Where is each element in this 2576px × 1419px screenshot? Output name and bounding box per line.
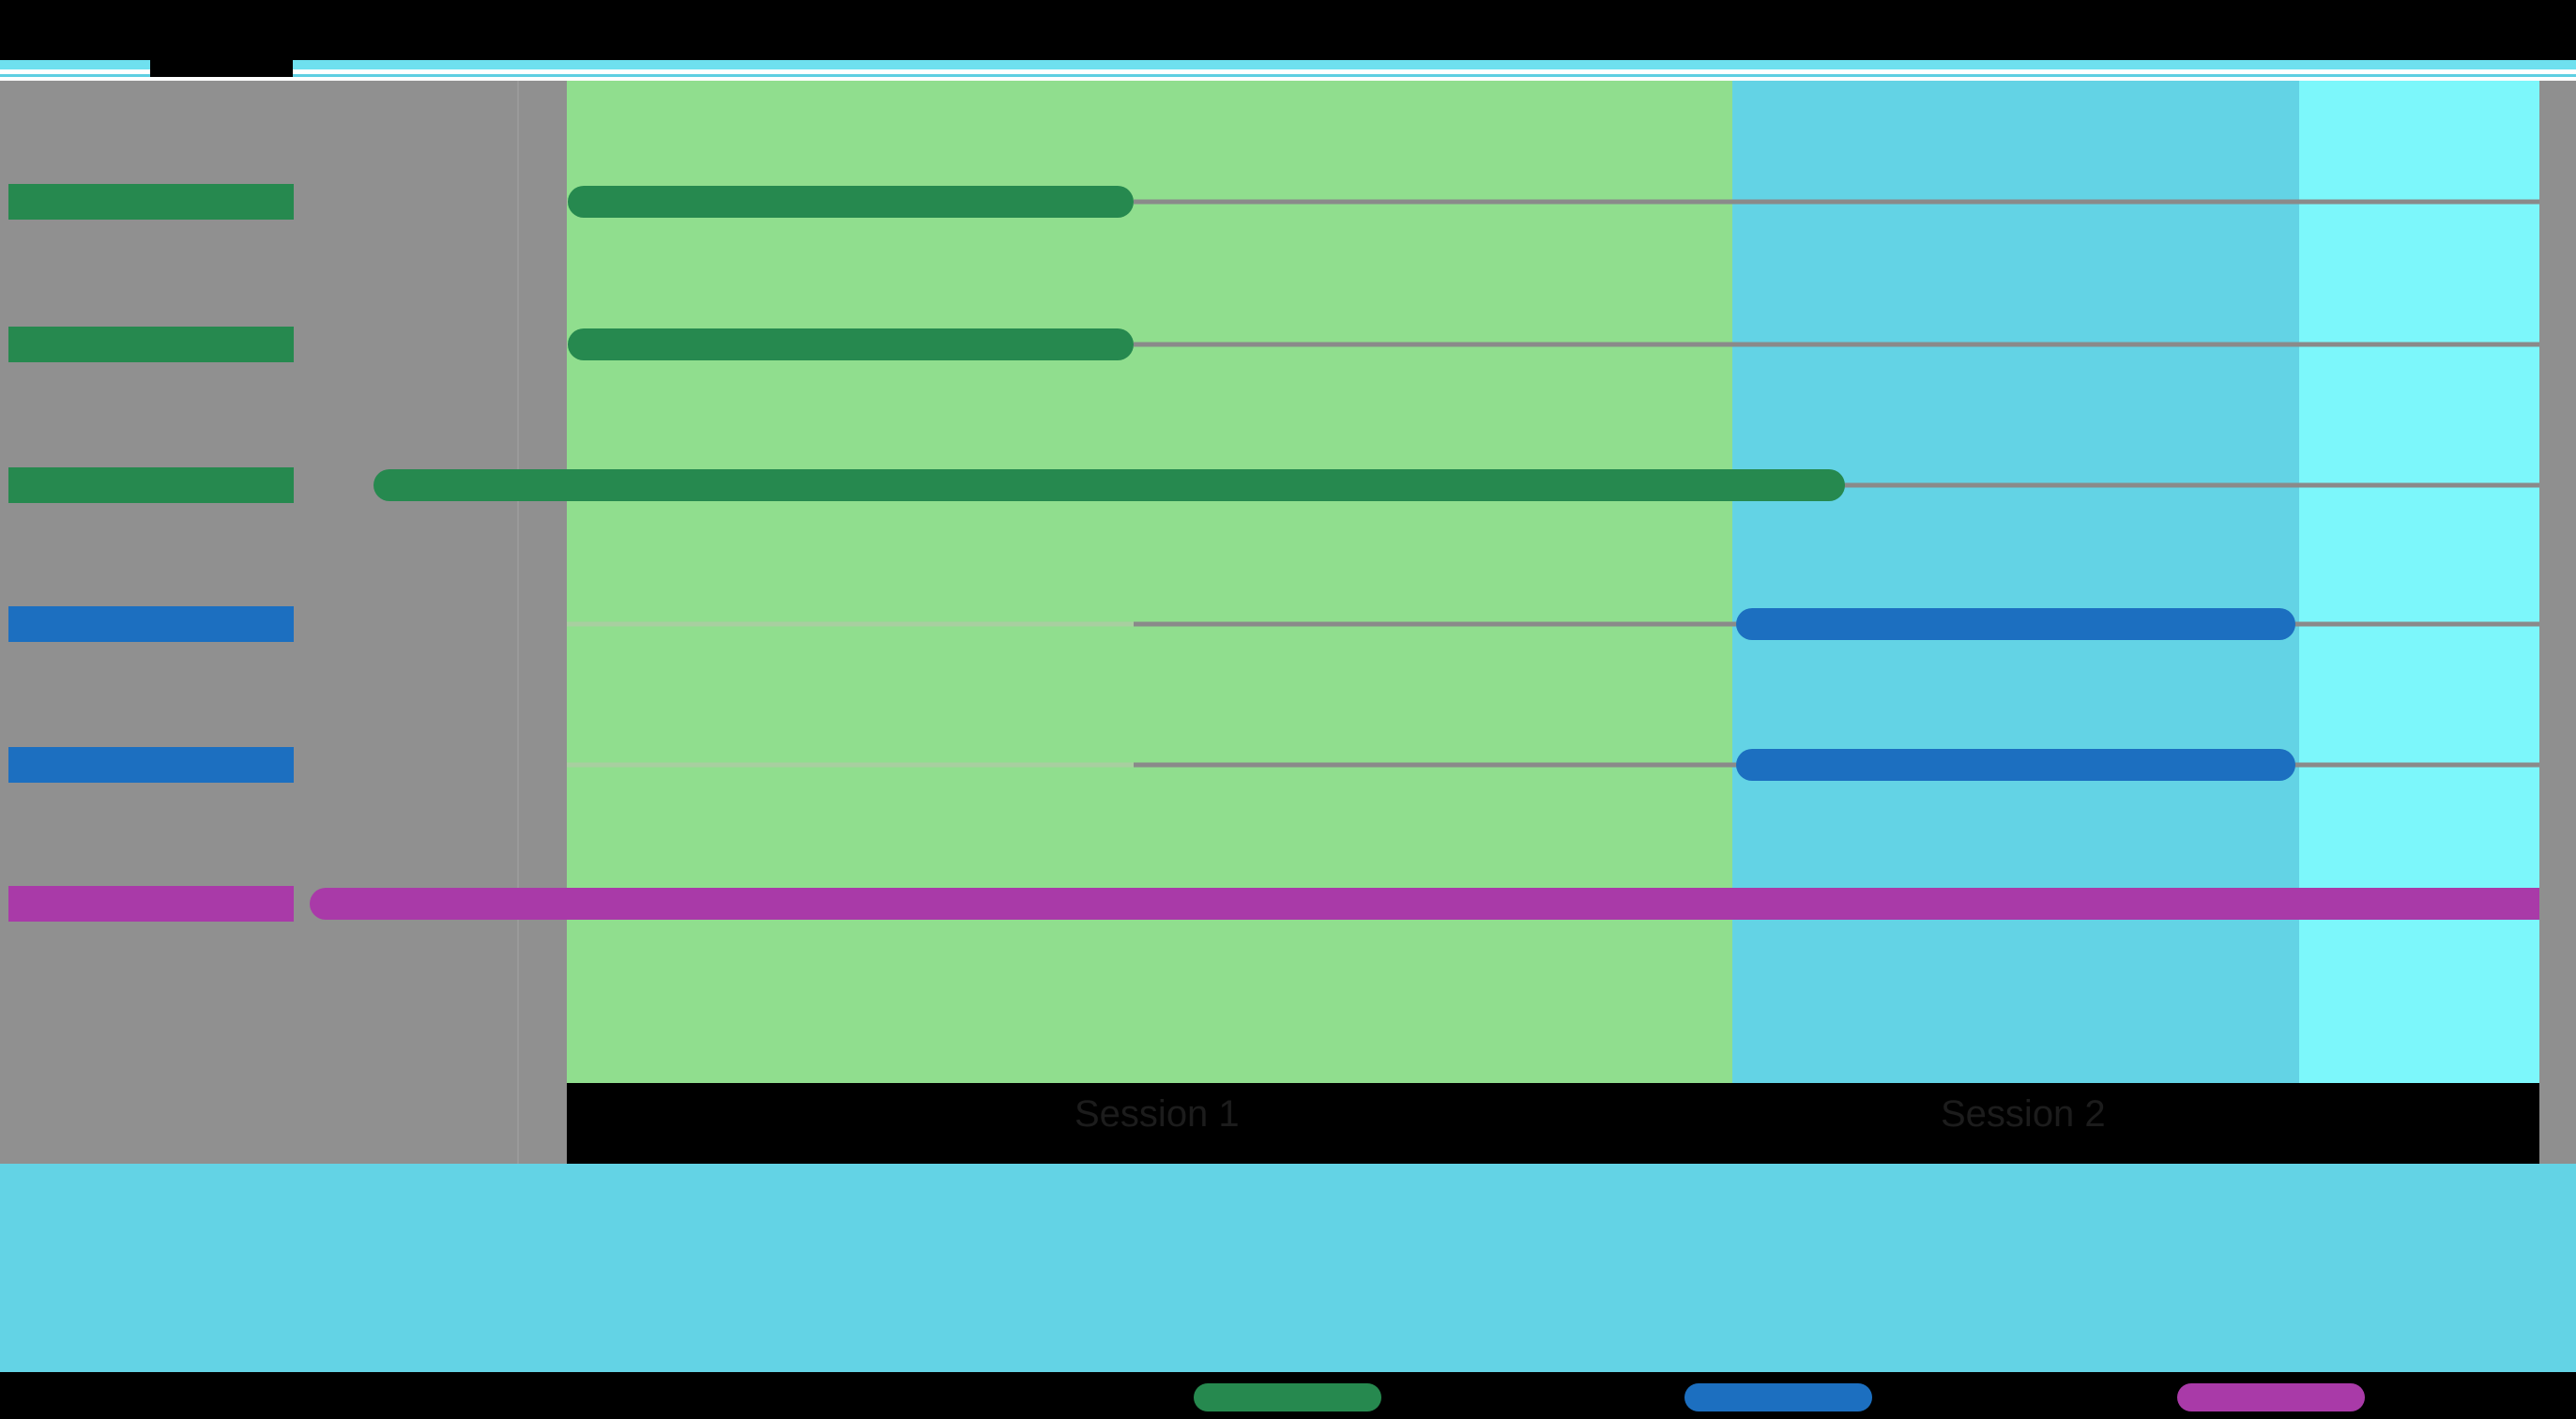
top-accent-strip-1	[0, 60, 2576, 69]
top-accent-strip-2	[0, 69, 2576, 74]
gutter-divider	[517, 81, 519, 1164]
session-label-2: Session 2	[1941, 1093, 2106, 1135]
legend-item[interactable]	[2177, 1383, 2365, 1411]
legend-item-label	[1684, 1383, 1872, 1411]
chart-legend	[0, 1372, 2576, 1419]
top-accent-strip-3	[0, 74, 2576, 77]
vertical-scrollbar-track[interactable]	[2539, 81, 2576, 1164]
gantt-row[interactable]	[0, 833, 2576, 974]
row-gridline-soft	[567, 762, 1134, 768]
gantt-bar[interactable]	[1736, 749, 2295, 781]
gantt-row[interactable]	[0, 415, 2576, 556]
row-gridline	[1134, 342, 2539, 347]
legend-item-label	[2177, 1383, 2365, 1411]
gantt-plot-area: Session 1 Session 2	[0, 81, 2576, 1164]
chart-title-redacted	[150, 43, 293, 77]
row-label-redacted	[8, 467, 294, 503]
row-gridline	[1134, 199, 2539, 205]
row-label-redacted	[8, 606, 294, 642]
row-gridline-soft	[567, 621, 1134, 627]
gantt-bar[interactable]	[310, 888, 2576, 920]
row-label-redacted	[8, 327, 294, 362]
gantt-row[interactable]	[0, 131, 2576, 272]
gantt-bar[interactable]	[568, 186, 1134, 218]
legend-item-label	[1194, 1383, 1381, 1411]
gantt-row[interactable]	[0, 554, 2576, 694]
session-label-1: Session 1	[1075, 1093, 1240, 1135]
row-label-redacted	[8, 747, 294, 783]
gantt-bar[interactable]	[1736, 608, 2295, 640]
gantt-bar[interactable]	[568, 328, 1134, 360]
row-label-redacted	[8, 886, 294, 922]
gantt-row[interactable]	[0, 274, 2576, 415]
legend-item[interactable]	[1194, 1383, 1381, 1411]
gantt-bar[interactable]	[373, 469, 1845, 501]
row-label-redacted	[8, 184, 294, 220]
legend-item[interactable]	[1684, 1383, 1872, 1411]
top-accent-strip-4	[0, 77, 2576, 81]
gantt-row[interactable]	[0, 694, 2576, 835]
footer-band	[0, 1164, 2576, 1372]
